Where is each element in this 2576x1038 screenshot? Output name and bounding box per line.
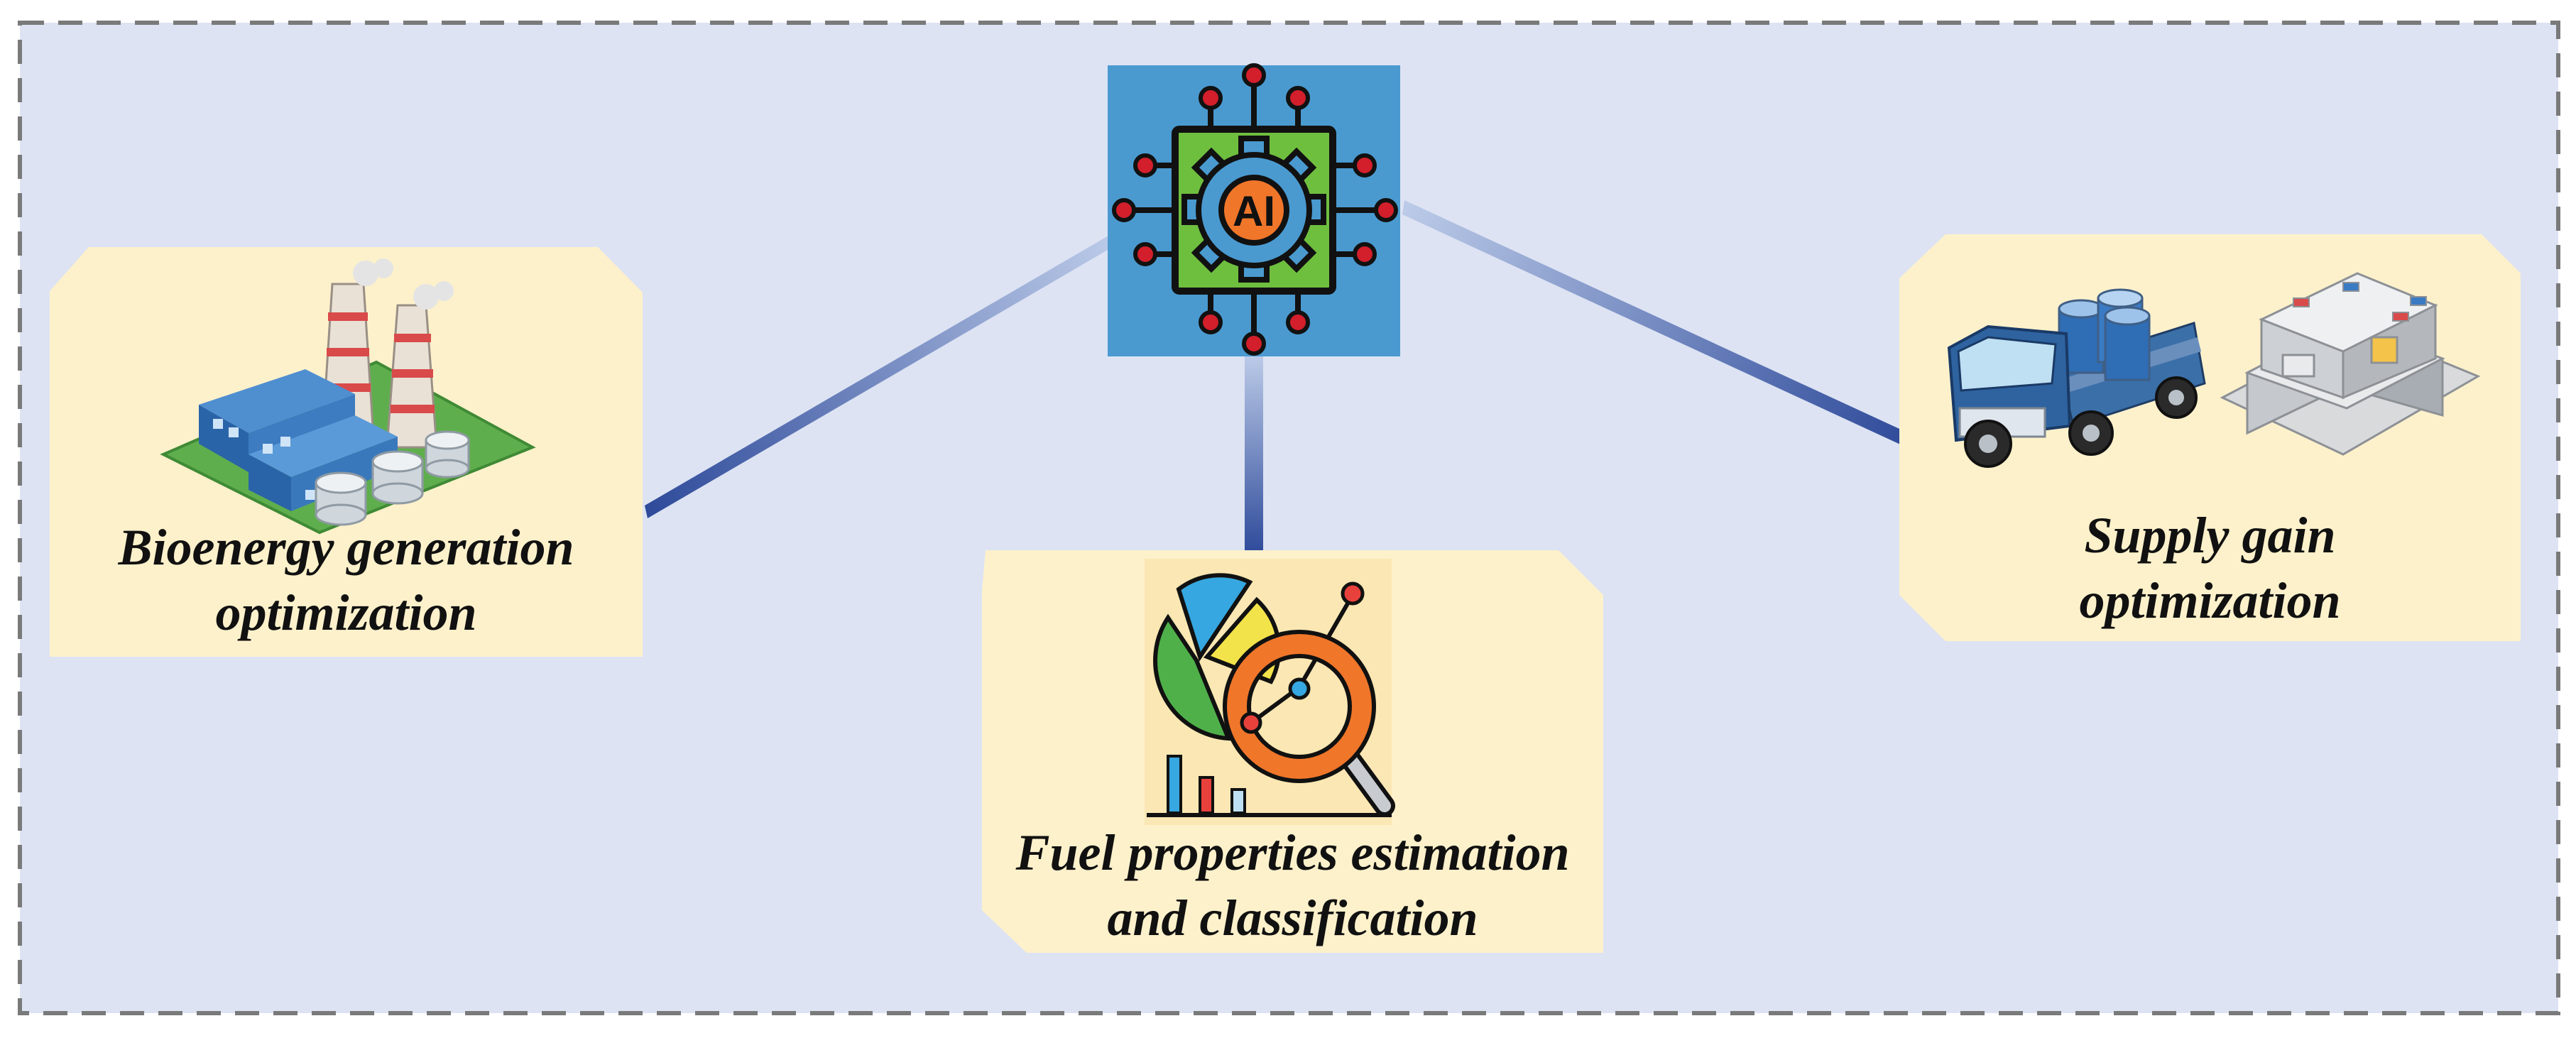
data-analysis-magnifier-icon <box>1145 559 1395 825</box>
node-bioenergy-label-line-2: optimization <box>215 584 477 641</box>
hub-chip-text: AI <box>1233 187 1275 235</box>
node-bioenergy-label-line-1: Bioenergy generation <box>118 519 574 576</box>
truck-and-container-icon <box>1947 272 2481 468</box>
node-fuel <box>982 550 1603 953</box>
node-bioenergy <box>50 247 643 657</box>
ai-hub: AI <box>1108 63 1400 356</box>
node-fuel-label-line-2: and classification <box>1107 890 1478 946</box>
connector-hub-to-bioenergy <box>645 233 1116 518</box>
node-bioenergy-label: Bioenergy generation optimization <box>50 515 643 645</box>
ai-chip-gear-icon <box>1112 63 1398 356</box>
node-supply-label-line-2: optimization <box>2079 572 2341 629</box>
node-fuel-label-line-1: Fuel properties estimation <box>1015 824 1570 881</box>
connector-hub-to-fuel <box>1245 351 1263 557</box>
node-supply-label: Supply gain optimization <box>1899 503 2521 633</box>
factory-icon <box>160 258 536 535</box>
node-fuel-label: Fuel properties estimation and classific… <box>982 820 1603 951</box>
connector-hub-to-supply <box>1402 200 1909 447</box>
node-supply <box>1899 234 2521 641</box>
node-supply-label-line-1: Supply gain <box>2084 507 2336 564</box>
